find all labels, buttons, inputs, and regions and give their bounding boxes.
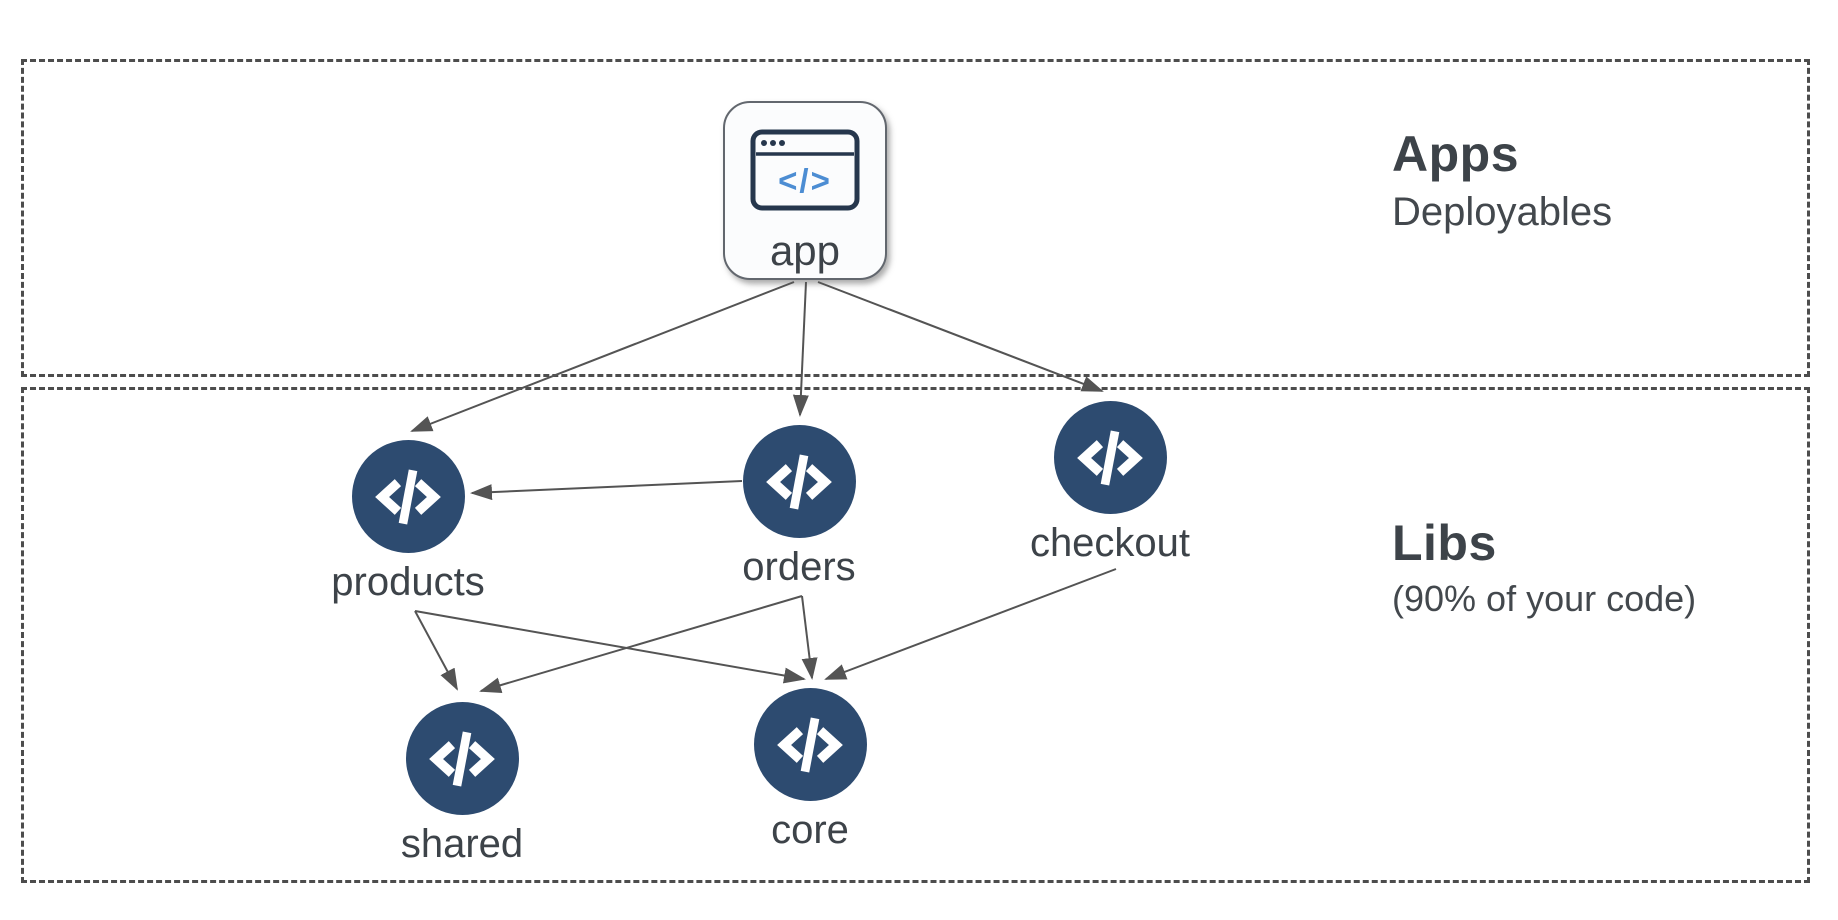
libs-section-box xyxy=(21,387,1810,883)
node-label: checkout xyxy=(1029,521,1191,565)
node-label: orders xyxy=(742,545,856,589)
node-label: products xyxy=(331,560,485,604)
apps-section-label: Apps Deployables xyxy=(1392,128,1612,233)
code-icon xyxy=(753,688,867,801)
svg-text:</>: </> xyxy=(778,162,832,199)
code-icon xyxy=(351,440,465,553)
node-label: app xyxy=(769,227,841,274)
node-shared: shared xyxy=(377,702,547,867)
node-checkout: checkout xyxy=(1025,401,1195,566)
apps-section-subtitle: Deployables xyxy=(1392,189,1613,234)
browser-window-icon: </> xyxy=(749,128,861,217)
node-label: shared xyxy=(400,822,524,866)
node-orders: orders xyxy=(714,425,884,590)
apps-section-title: Apps xyxy=(1392,126,1519,182)
libs-section-label: Libs (90% of your code) xyxy=(1392,517,1696,617)
node-label: core xyxy=(771,808,849,852)
node-products: products xyxy=(323,440,493,605)
libs-section-title: Libs xyxy=(1392,515,1497,571)
code-icon xyxy=(1053,401,1167,514)
code-icon xyxy=(405,702,519,815)
node-core: core xyxy=(725,688,895,853)
node-app: </> app xyxy=(723,101,887,280)
code-icon xyxy=(742,425,856,538)
libs-section-subtitle: (90% of your code) xyxy=(1392,577,1697,619)
